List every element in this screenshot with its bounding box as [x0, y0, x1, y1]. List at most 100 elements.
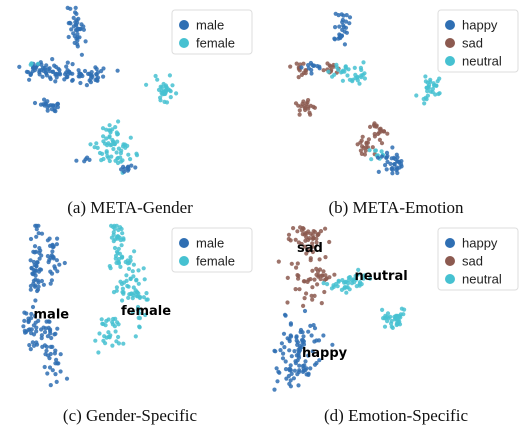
point-neutral: [340, 278, 345, 283]
point-happy: [298, 343, 303, 348]
point-male: [75, 31, 80, 37]
point-sad: [296, 75, 301, 80]
point-sad: [317, 267, 323, 272]
point-male: [75, 35, 80, 40]
point-male: [29, 266, 34, 271]
point-sad: [295, 261, 300, 266]
point-happy: [287, 381, 292, 386]
point-female: [141, 295, 146, 300]
point-female: [134, 277, 139, 282]
point-female: [144, 297, 149, 302]
point-male: [32, 250, 37, 255]
point-sad: [310, 244, 315, 249]
point-sad: [297, 112, 302, 117]
point-neutral: [361, 276, 366, 281]
point-female: [161, 81, 166, 87]
points-group: [21, 223, 150, 388]
point-male: [74, 158, 79, 163]
point-male: [78, 80, 83, 86]
point-male: [54, 242, 60, 247]
point-male: [65, 68, 70, 73]
point-female: [116, 119, 121, 124]
point-male: [36, 280, 41, 285]
point-sad: [291, 226, 296, 231]
point-female: [112, 324, 117, 329]
point-male: [50, 368, 55, 373]
point-female: [131, 262, 136, 267]
point-sad: [318, 229, 324, 234]
point-male: [34, 340, 39, 345]
point-male: [45, 371, 50, 376]
point-sad: [308, 231, 313, 236]
point-female: [141, 266, 146, 271]
point-neutral: [367, 148, 372, 153]
point-sad: [306, 277, 311, 282]
point-neutral: [362, 71, 367, 76]
point-happy: [338, 35, 343, 41]
point-female: [124, 273, 129, 278]
point-female: [28, 62, 33, 67]
point-sad: [304, 251, 309, 256]
point-male: [28, 283, 33, 289]
point-male: [47, 69, 53, 74]
point-sad: [295, 273, 300, 278]
point-happy: [314, 338, 319, 343]
point-neutral: [369, 157, 374, 162]
point-sad: [297, 287, 302, 292]
point-neutral: [353, 273, 358, 279]
point-sad: [358, 140, 363, 145]
point-male: [39, 62, 44, 67]
caption-d: (d) Emotion-Specific: [324, 406, 468, 425]
point-neutral: [437, 76, 442, 81]
point-male: [58, 352, 63, 357]
point-sad: [318, 276, 323, 282]
point-male: [126, 167, 131, 172]
point-male: [38, 102, 44, 107]
point-male: [40, 74, 45, 79]
point-sad: [372, 131, 377, 137]
point-happy: [330, 342, 335, 347]
point-male: [57, 262, 62, 267]
point-sad: [304, 231, 310, 236]
point-sad: [370, 145, 375, 150]
point-male: [50, 242, 55, 247]
point-female: [155, 77, 160, 82]
point-male: [46, 325, 51, 330]
point-happy: [283, 313, 288, 318]
point-happy: [388, 161, 393, 166]
point-sad: [327, 275, 332, 280]
point-happy: [296, 383, 301, 388]
legend-marker-sad: [445, 256, 455, 266]
point-sad: [378, 126, 383, 131]
point-male: [87, 157, 92, 162]
point-male: [49, 271, 55, 276]
point-female: [144, 291, 149, 296]
point-female: [116, 261, 121, 266]
point-sad: [310, 285, 315, 290]
point-sad: [361, 145, 366, 150]
point-male: [35, 260, 40, 265]
point-happy: [310, 349, 315, 354]
point-sad: [298, 225, 303, 230]
point-sad: [379, 141, 385, 146]
point-happy: [292, 368, 297, 373]
point-male: [45, 105, 50, 110]
point-male: [71, 15, 76, 20]
point-male: [86, 71, 91, 76]
point-sad: [304, 291, 309, 296]
point-happy: [299, 338, 305, 343]
point-female: [35, 61, 41, 66]
point-male: [28, 258, 33, 263]
point-male: [48, 76, 53, 82]
point-female: [111, 290, 117, 295]
point-neutral: [352, 65, 357, 70]
point-happy: [276, 369, 281, 374]
point-happy: [304, 372, 309, 377]
point-male: [74, 11, 79, 16]
point-sad: [308, 256, 313, 261]
point-sad: [299, 241, 304, 247]
legend-box: [171, 227, 253, 273]
point-male: [70, 62, 75, 67]
